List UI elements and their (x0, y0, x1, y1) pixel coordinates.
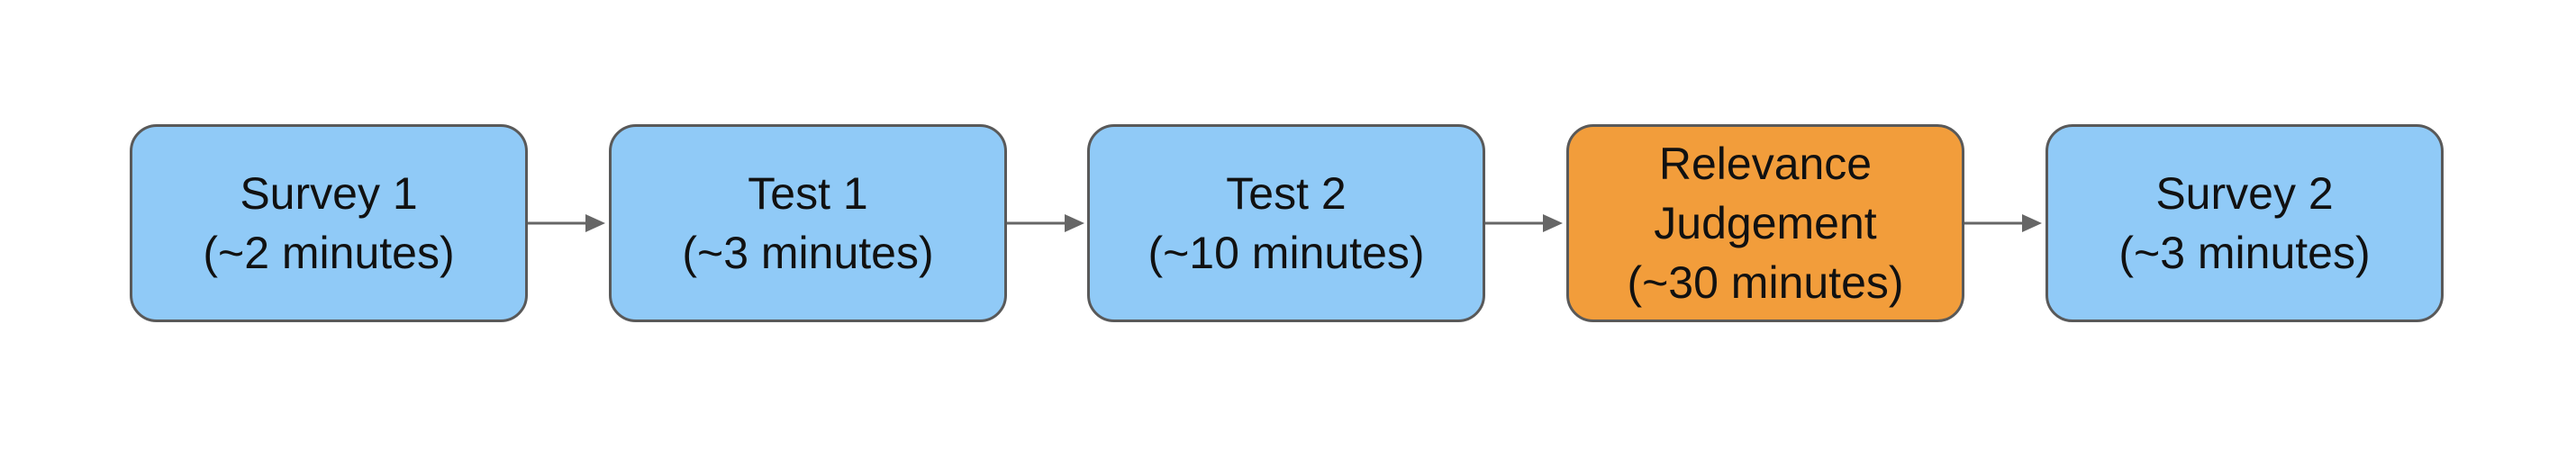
step-title-line-1: Relevance (1658, 139, 1873, 189)
step-duration: (~10 minutes) (1147, 228, 1425, 278)
step-test-2: Test 2 (~10 minutes) (1087, 124, 1485, 322)
step-relevance-judgement: Relevance Judgement (~30 minutes) (1566, 124, 1964, 322)
arrow-1-2 (528, 214, 605, 232)
arrow-2-3 (1007, 214, 1084, 232)
step-title: Test 1 (748, 168, 868, 219)
step-survey-1: Survey 1 (~2 minutes) (130, 124, 528, 322)
step-title: Survey 2 (2155, 168, 2334, 219)
step-duration: (~30 minutes) (1627, 257, 1904, 308)
step-duration: (~3 minutes) (2118, 228, 2371, 278)
step-title: Survey 1 (240, 168, 418, 219)
step-duration: (~3 minutes) (682, 228, 934, 278)
step-duration: (~2 minutes) (203, 228, 455, 278)
step-survey-2: Survey 2 (~3 minutes) (2045, 124, 2444, 322)
arrow-1-2-head (585, 214, 605, 232)
arrow-2-3-head (1065, 214, 1084, 232)
arrow-3-4 (1485, 214, 1563, 232)
arrow-4-5 (1964, 214, 2042, 232)
step-title-line-2: Judgement (1654, 198, 1877, 248)
step-test-1: Test 1 (~3 minutes) (609, 124, 1007, 322)
arrow-3-4-head (1543, 214, 1563, 232)
step-title: Test 2 (1226, 168, 1347, 219)
arrow-4-5-head (2022, 214, 2042, 232)
